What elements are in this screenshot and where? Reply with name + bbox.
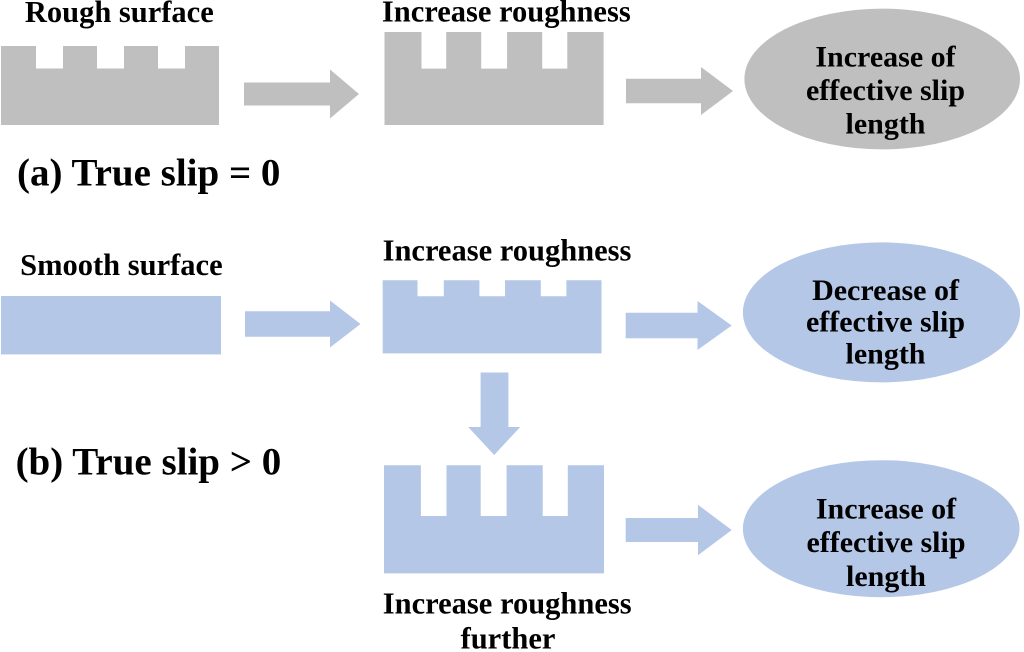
svg-text:effective slip: effective slip <box>806 526 965 559</box>
svg-text:Smooth surface: Smooth surface <box>20 248 222 282</box>
svg-text:further: further <box>461 622 556 652</box>
svg-text:(a) True slip = 0: (a) True slip = 0 <box>17 152 280 195</box>
svg-text:Increase of: Increase of <box>816 492 957 525</box>
svg-text:effective slip: effective slip <box>806 306 965 339</box>
svg-text:Increase roughness: Increase roughness <box>383 234 632 268</box>
svg-text:Increase roughness: Increase roughness <box>382 0 631 29</box>
svg-text:Increase roughness: Increase roughness <box>383 587 632 621</box>
svg-text:Increase of: Increase of <box>815 41 956 74</box>
svg-text:effective slip: effective slip <box>806 74 965 107</box>
svg-text:(b) True slip > 0: (b) True slip > 0 <box>16 441 282 484</box>
svg-text:length: length <box>845 338 925 371</box>
svg-text:length: length <box>846 560 926 593</box>
svg-text:Decrease of: Decrease of <box>812 274 960 307</box>
svg-text:length: length <box>845 108 925 141</box>
svg-text:Rough surface: Rough surface <box>25 0 214 29</box>
